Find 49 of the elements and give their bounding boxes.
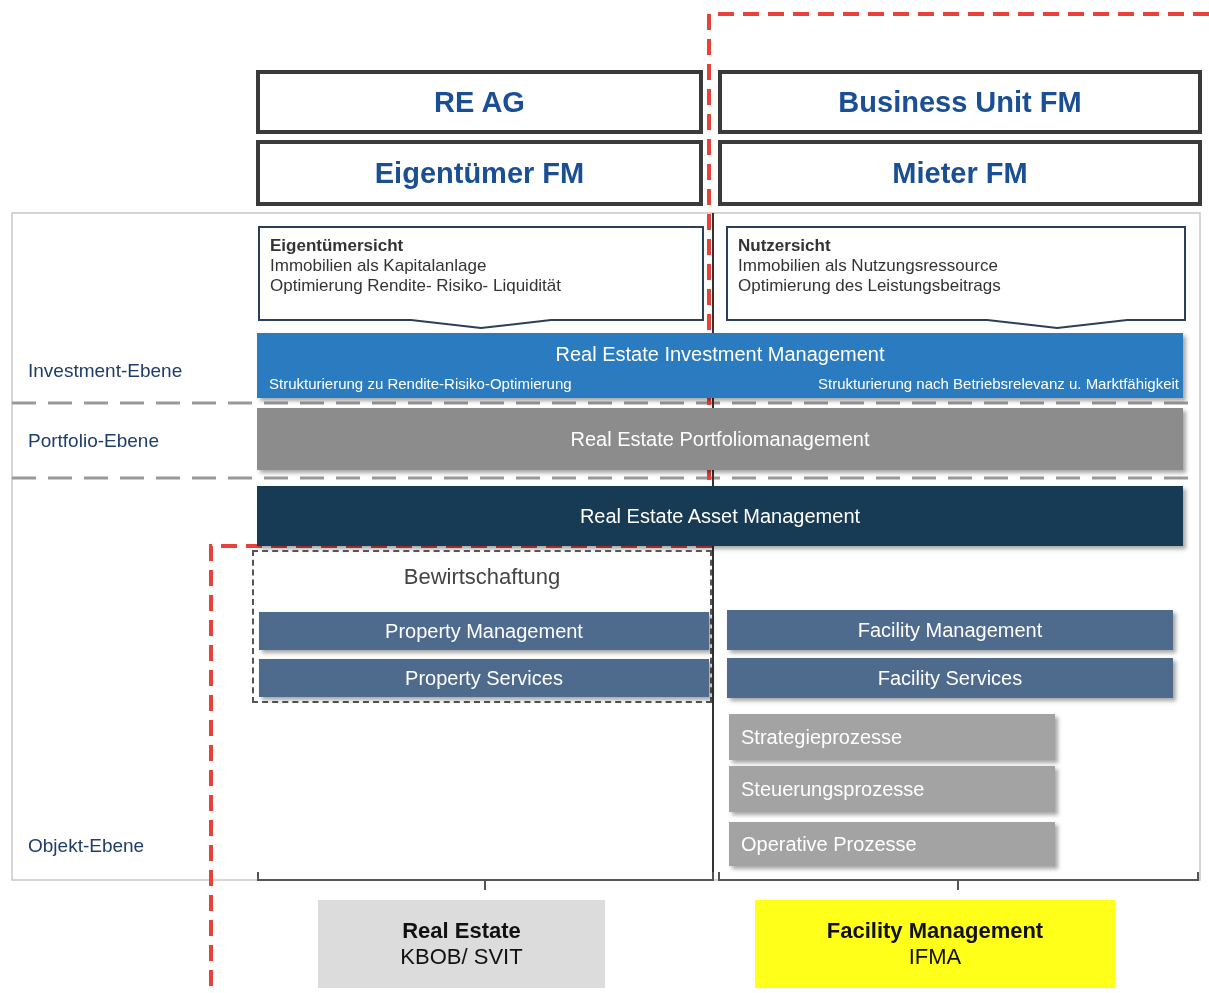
heading-text: Nutzersicht bbox=[738, 236, 831, 256]
group-box bbox=[252, 550, 712, 703]
heading-text: Facility Management bbox=[857, 618, 1043, 642]
process-bar bbox=[727, 658, 1173, 698]
body-text: KBOB/ SVIT bbox=[400, 944, 523, 970]
body-text: Optimierung des Leistungsbeitrags bbox=[738, 276, 1001, 296]
org-box bbox=[256, 70, 703, 134]
heading-text: Property Services bbox=[405, 666, 563, 690]
role-box bbox=[256, 140, 703, 206]
standard-box bbox=[318, 900, 605, 988]
heading-text: RE AG bbox=[434, 85, 525, 119]
level-bar bbox=[257, 408, 1183, 470]
org-box bbox=[718, 70, 1202, 134]
heading-text: Bewirtschaftung bbox=[403, 564, 561, 590]
role-box bbox=[718, 140, 1202, 206]
process-bar bbox=[729, 766, 1055, 812]
heading-text: Strategieprozesse bbox=[741, 725, 903, 749]
process-bar bbox=[259, 659, 709, 697]
level-label: Investment-Ebene bbox=[28, 360, 183, 382]
level-label: Portfolio-Ebene bbox=[28, 430, 159, 452]
process-bar bbox=[729, 714, 1055, 760]
body-text: Immobilien als Nutzungsressource bbox=[738, 256, 998, 276]
heading-text: Eigentümer FM bbox=[374, 156, 585, 190]
level-bar bbox=[257, 333, 1183, 398]
heading-text: Real Estate bbox=[402, 918, 521, 944]
heading-text: Facility Management bbox=[826, 918, 1044, 944]
process-bar bbox=[729, 822, 1055, 866]
body-text: Optimierung Rendite- Risiko- Liquidität bbox=[270, 276, 562, 296]
callout-box bbox=[258, 226, 704, 330]
level-label: Objekt-Ebene bbox=[28, 835, 145, 857]
heading-text: Property Management bbox=[385, 619, 583, 643]
heading-text: Eigentümersicht bbox=[270, 236, 404, 256]
standard-box bbox=[755, 900, 1115, 988]
heading-text: Operative Prozesse bbox=[741, 832, 917, 856]
process-bar bbox=[259, 612, 709, 650]
heading-text: Business Unit FM bbox=[838, 85, 1082, 119]
heading-text: Facility Services bbox=[877, 666, 1023, 690]
heading-text: Real Estate Portfoliomanagement bbox=[570, 427, 870, 451]
body-text: Strukturierung zu Rendite-Risiko-Optimierung bbox=[269, 375, 572, 392]
heading-text: Real Estate Asset Management bbox=[579, 504, 861, 528]
heading-text: Mieter FM bbox=[892, 156, 1028, 190]
heading-text: Real Estate Investment Management bbox=[555, 343, 885, 366]
callout-box bbox=[726, 226, 1186, 330]
level-bar bbox=[257, 486, 1183, 546]
body-text: IFMA bbox=[908, 944, 962, 970]
body-text: Immobilien als Kapitalanlage bbox=[270, 256, 487, 276]
heading-text: Steuerungsprozesse bbox=[741, 777, 925, 801]
process-bar bbox=[727, 610, 1173, 650]
body-text: Strukturierung nach Betriebsrelevanz u. Marktfähigkeit bbox=[818, 375, 1179, 392]
